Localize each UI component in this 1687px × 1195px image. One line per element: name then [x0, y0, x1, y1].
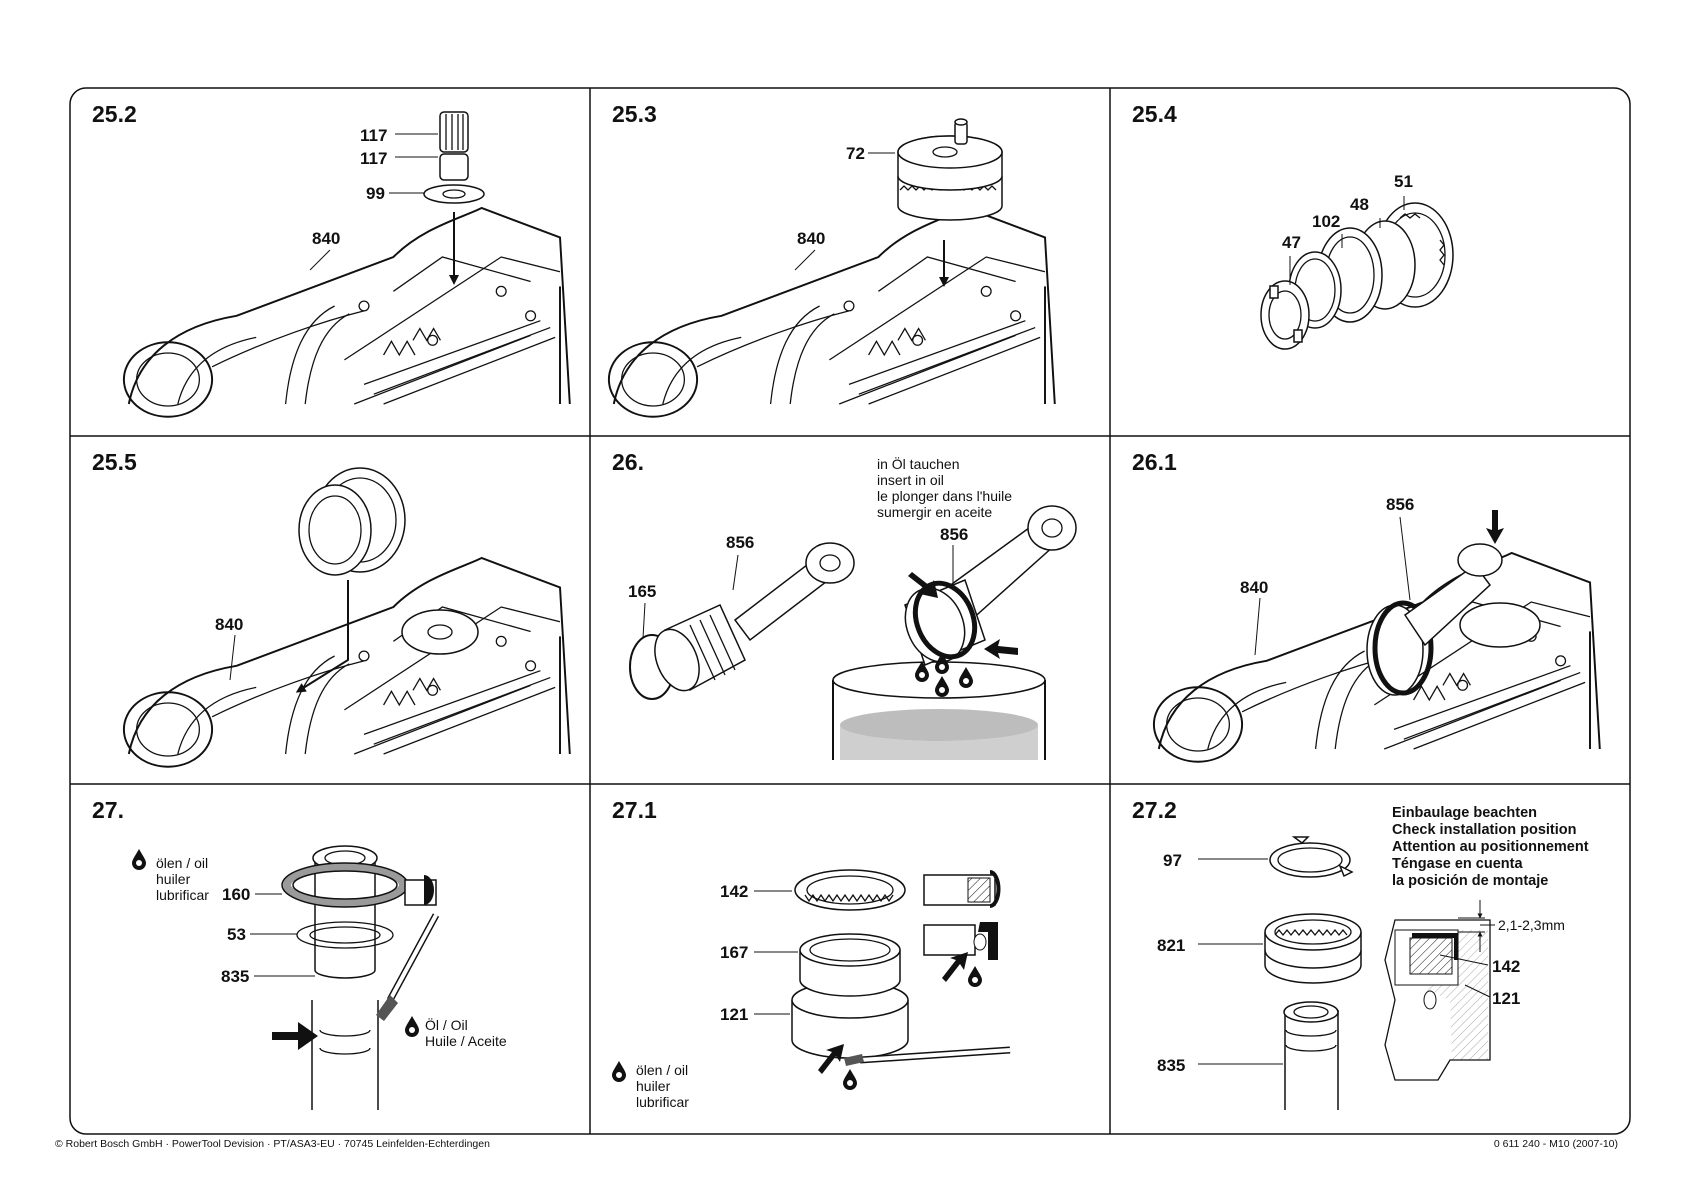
- part-label: 840: [1240, 578, 1268, 597]
- needle-bearing-drawing: [423, 111, 485, 204]
- note-line: le plonger dans l'huile: [877, 488, 1012, 504]
- oil-drop-icon: [132, 849, 146, 870]
- part-label: 840: [215, 615, 243, 634]
- part-label: 165: [628, 582, 656, 601]
- note-line: huiler: [156, 871, 191, 887]
- footer-doc-number: 0 611 240 - M10 (2007-10): [1494, 1138, 1618, 1150]
- part-label: 142: [720, 882, 748, 901]
- panel-25-4: 25.4 51 48 102 47: [1132, 101, 1454, 350]
- section-detail-drawing: [1384, 900, 1495, 1081]
- panel-26-1: 26.1 856 840: [1132, 449, 1601, 763]
- part-label: 72: [846, 144, 865, 163]
- part-label: 167: [720, 943, 748, 962]
- push-arrow-icon: [942, 952, 968, 982]
- part-label: 856: [1386, 495, 1414, 514]
- housing-drawing: [607, 207, 1056, 418]
- part-label: 856: [726, 533, 754, 552]
- part-label: 835: [1157, 1056, 1185, 1075]
- part-label: 53: [227, 925, 246, 944]
- push-arrow-icon: [1486, 510, 1504, 544]
- part-label: 160: [222, 885, 250, 904]
- push-arrow-icon: [984, 639, 1018, 659]
- panel-27-2: 27.2 Einbaulage beachten Check installat…: [1132, 797, 1589, 1110]
- part-label: 48: [1350, 195, 1369, 214]
- oil-drop-icon: [612, 1061, 626, 1082]
- part-label: 102: [1312, 212, 1340, 231]
- gear-drawing: [897, 118, 1003, 221]
- note-line: insert in oil: [877, 472, 944, 488]
- dimension-label: 2,1-2,3mm: [1498, 917, 1565, 933]
- note-line: Huile / Aceite: [425, 1033, 507, 1049]
- panel-25-3: 25.3 72 840: [607, 101, 1056, 418]
- piston-drawing: [629, 542, 855, 700]
- step-number: 26.: [612, 449, 644, 475]
- brush-icon: [844, 1046, 1011, 1066]
- part-label: 51: [1394, 172, 1413, 191]
- panel-26: 26. in Öl tauchen insert in oil le plong…: [612, 449, 1077, 760]
- step-number: 25.5: [92, 449, 137, 475]
- step-number: 25.4: [1132, 101, 1177, 127]
- panel-25-5: 25.5 840: [92, 449, 571, 768]
- part-label: 142: [1492, 957, 1520, 976]
- note-line: lubrificar: [156, 887, 209, 903]
- step-number: 26.1: [1132, 449, 1177, 475]
- brush-icon: [376, 913, 440, 1021]
- part-label: 840: [312, 229, 340, 248]
- housing-drawing: [122, 557, 571, 768]
- note-line: huiler: [636, 1078, 671, 1094]
- note-line: Öl / Oil: [425, 1016, 468, 1033]
- retainer-drawing: [1264, 836, 1362, 1110]
- piston-dip-drawing: [904, 505, 1077, 667]
- oil-drop-icon: [843, 1069, 857, 1090]
- push-arrow-icon: [908, 572, 938, 598]
- oil-drop-icon: [968, 966, 982, 987]
- rod-installed-drawing: [1366, 543, 1541, 696]
- part-label: 121: [1492, 989, 1520, 1008]
- note-line: sumergir en aceite: [877, 504, 992, 520]
- note-line: in Öl tauchen: [877, 455, 960, 472]
- seal-stack-drawing: [791, 869, 1001, 1059]
- note-line: ölen / oil: [636, 1062, 688, 1078]
- push-arrow-icon: [272, 1022, 318, 1050]
- panel-25-2: 25.2 117 117 99 840: [92, 101, 571, 418]
- part-label: 97: [1163, 851, 1182, 870]
- step-number: 25.2: [92, 101, 137, 127]
- part-label: 99: [366, 184, 385, 203]
- step-number: 27.1: [612, 797, 657, 823]
- spindle-drawing: [281, 845, 437, 1110]
- clutch-assembly-drawing: [1260, 202, 1454, 350]
- footer-copyright: © Robert Bosch GmbH · PowerTool Devision…: [55, 1138, 490, 1150]
- part-label: 821: [1157, 936, 1185, 955]
- oil-container-drawing: [832, 661, 1046, 760]
- push-arrow-icon: [818, 1044, 844, 1074]
- sheet-frame: [69, 87, 1631, 1135]
- note-line: Téngase en cuenta: [1392, 856, 1523, 872]
- part-label: 121: [720, 1005, 748, 1024]
- clutch-drawing: [298, 467, 479, 655]
- oil-drop-icon: [405, 1016, 419, 1037]
- part-label: 835: [221, 967, 249, 986]
- note-line: Attention au positionnement: [1392, 839, 1589, 855]
- part-label: 47: [1282, 233, 1301, 252]
- part-label: 856: [940, 525, 968, 544]
- note-line: Einbaulage beachten: [1392, 805, 1537, 821]
- insert-arrow: [295, 580, 349, 693]
- step-number: 27.2: [1132, 797, 1177, 823]
- panel-27-1: 27.1 ölen / oil huiler l: [612, 797, 1011, 1110]
- note-line: lubrificar: [636, 1094, 689, 1110]
- note-line: Check installation position: [1392, 822, 1577, 838]
- part-label: 840: [797, 229, 825, 248]
- step-number: 27.: [92, 797, 124, 823]
- note-line: ölen / oil: [156, 855, 208, 871]
- part-label: 117: [360, 126, 387, 145]
- step-number: 25.3: [612, 101, 657, 127]
- panel-27: 27. ölen / oil huiler lubrificar Öl / Oi…: [92, 797, 507, 1110]
- note-line: la posición de montaje: [1392, 873, 1548, 889]
- housing-drawing: [122, 207, 571, 418]
- part-label: 117: [360, 149, 387, 168]
